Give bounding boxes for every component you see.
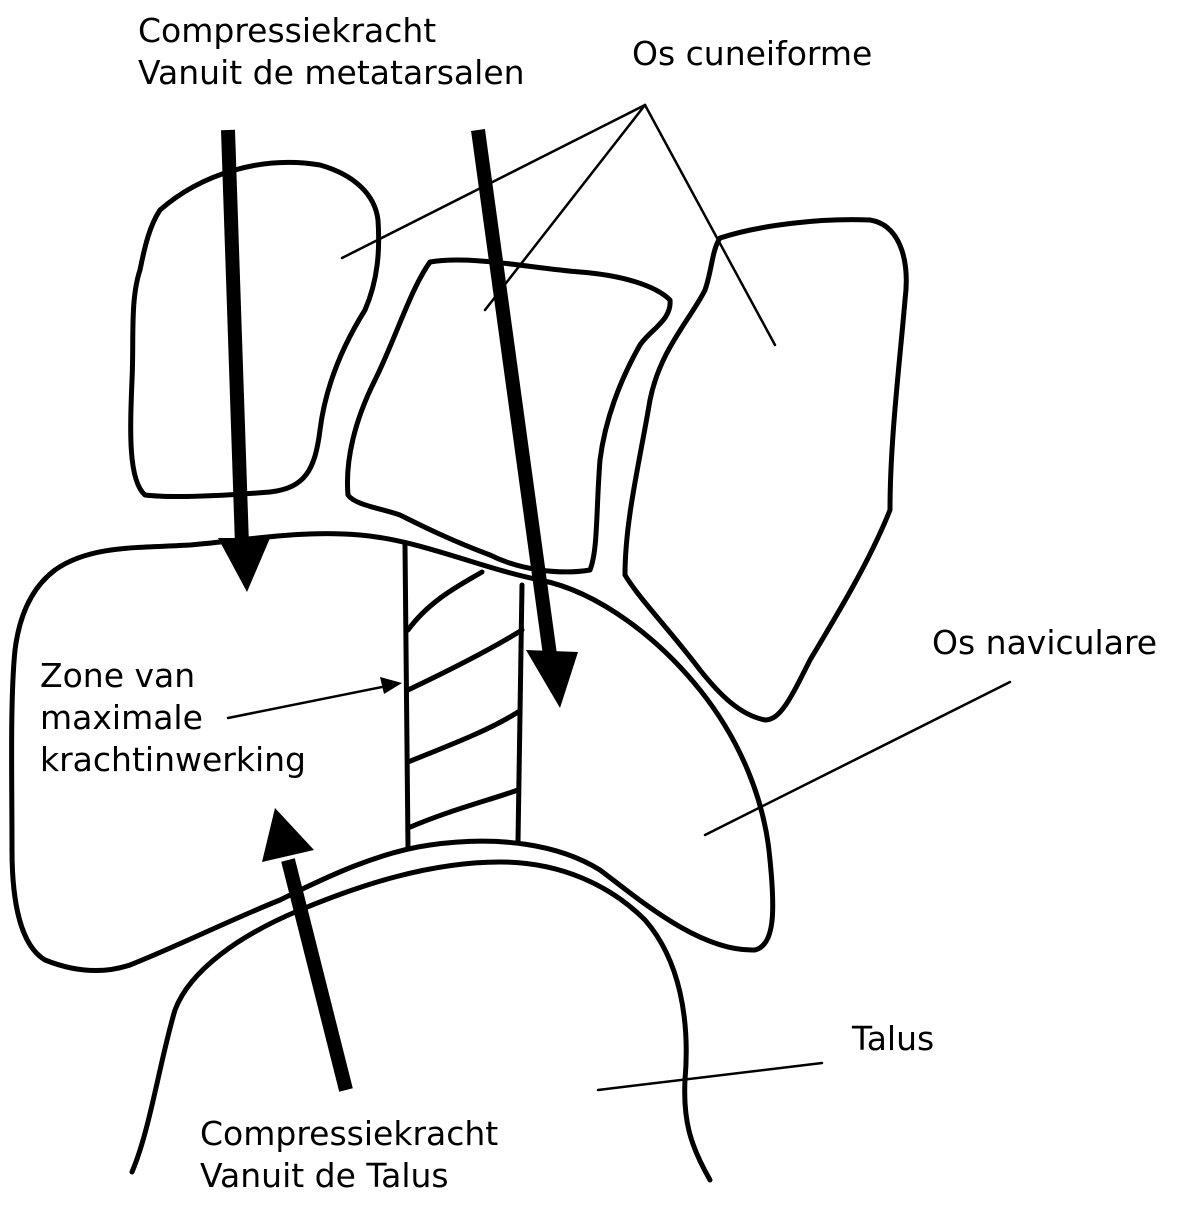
- leader-lines: [228, 105, 1010, 1090]
- label-zone-line1: Zone van: [40, 655, 306, 697]
- label-compression-top-line1: Compressiekracht: [138, 10, 525, 52]
- label-os-naviculare: Os naviculare: [932, 622, 1157, 664]
- label-zone-maximal-force: Zone van maximale krachtinwerking: [40, 655, 306, 782]
- label-compression-top-line2: Vanuit de metatarsalen: [138, 52, 525, 94]
- label-os-cuneiforme: Os cuneiforme: [632, 33, 872, 75]
- label-compression-bottom: Compressiekracht Vanuit de Talus: [200, 1113, 498, 1197]
- naviculare-leader: [705, 682, 1010, 835]
- os-cuneiforme-left-outline: [131, 162, 379, 496]
- label-talus: Talus: [852, 1018, 934, 1060]
- talus-leader: [598, 1063, 822, 1090]
- compression-arrow-top-left: [218, 130, 270, 592]
- label-zone-line2: maximale: [40, 697, 306, 739]
- compression-arrow-bottom: [262, 808, 346, 1090]
- label-compression-top: Compressiekracht Vanuit de metatarsalen: [138, 10, 525, 94]
- label-compression-bottom-line1: Compressiekracht: [200, 1113, 498, 1155]
- zone-maximal-force-hatch: [405, 545, 522, 848]
- label-compression-bottom-line2: Vanuit de Talus: [200, 1155, 498, 1197]
- compression-arrow-top-middle: [478, 130, 578, 708]
- label-zone-line3: krachtinwerking: [40, 739, 306, 781]
- cuneiforme-leader-3: [645, 105, 775, 345]
- zone-leader-arrowhead: [380, 677, 402, 694]
